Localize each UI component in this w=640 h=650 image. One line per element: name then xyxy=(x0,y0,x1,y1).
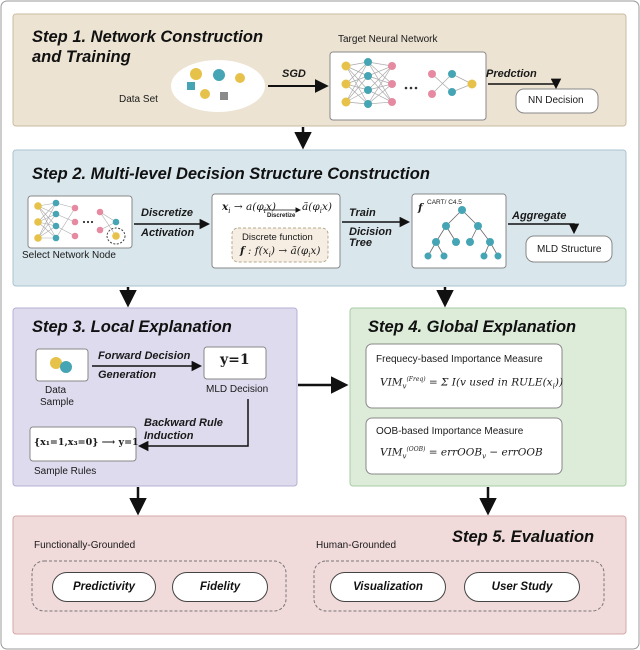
user-study-pill: User Study xyxy=(464,572,580,602)
human-group-label: Human-Grounded xyxy=(316,540,397,551)
discrete-function-box xyxy=(231,227,329,263)
step2-title: Step 2. Multi-level Decision Structure C… xyxy=(32,165,430,183)
discretize-formula-result: ã(φix) xyxy=(302,201,332,216)
fidelity-pill: Fidelity xyxy=(172,572,268,602)
oob-measure-box xyxy=(365,417,563,475)
aggregate-arrow xyxy=(508,223,580,235)
functional-group-label: Functionally-Grounded xyxy=(34,540,136,551)
train-label-line1: Train xyxy=(349,207,376,219)
step3-title: Step 3. Local Explanation xyxy=(32,318,232,336)
discrete-function-label: Discrete function xyxy=(242,232,313,243)
dataset-ellipse xyxy=(171,60,265,112)
prediction-label: Predction xyxy=(486,68,537,80)
visualization-pill: Visualization xyxy=(330,572,446,602)
select-node-label: Select Network Node xyxy=(22,250,116,261)
decision-tree-box xyxy=(411,193,507,269)
discretize-label-line1: Discretize xyxy=(141,207,193,219)
oob-measure-title: OOB-based Importance Measure xyxy=(376,426,524,437)
mld-structure-label: MLD Structure xyxy=(537,244,602,255)
ellipsis-dots-2 xyxy=(82,220,94,224)
aggregate-label: Aggregate xyxy=(512,210,567,222)
oob-measure-formula: VIMv(OOB) = errOOBv − errOOB xyxy=(380,446,543,461)
sample-rule-text: {x₁=1,x₃=0} ⟶ y=1 xyxy=(34,437,139,448)
prediction-arrow xyxy=(488,78,562,90)
train-label-line2: Dicision xyxy=(349,226,392,238)
step5-title: Step 5. Evaluation xyxy=(452,528,595,546)
step5-panel xyxy=(12,515,627,635)
selected-node-highlight xyxy=(106,227,126,245)
data-sample-label-line1: Data xyxy=(45,385,67,396)
step1-title-line1: Step 1. Network Construction xyxy=(32,28,264,46)
cart-label: CART/ C4.5 xyxy=(427,199,462,206)
backward-arrow xyxy=(137,399,249,452)
human-group-box xyxy=(313,560,605,612)
sgd-label: SGD xyxy=(282,68,306,80)
step4-title: Step 4. Global Explanation xyxy=(368,318,577,336)
dataset-label: Data Set xyxy=(119,94,158,105)
cart-f-symbol: f xyxy=(418,202,423,214)
data-sample-points xyxy=(50,357,72,373)
mld-structure-box xyxy=(525,235,613,263)
data-sample-label-line2: Sample xyxy=(40,397,74,408)
ellipsis-dots-1 xyxy=(404,86,418,90)
forward-label-line2: Generation xyxy=(98,369,157,381)
freq-measure-formula: VIMv(Freq) = Σ I(v used in RULE(xi)) xyxy=(380,376,564,391)
discretize-word: Discretize xyxy=(267,213,296,219)
y-value: y=1 xyxy=(220,352,250,368)
backward-label-line1: Backward Rule xyxy=(144,417,223,429)
mld-decision-box xyxy=(203,346,267,380)
sample-rules-label: Sample Rules xyxy=(34,466,97,477)
dataset-points xyxy=(187,68,245,100)
select-node-nodes xyxy=(34,199,120,242)
step1-title-line2: and Training xyxy=(32,48,131,66)
nn-decision-box xyxy=(515,88,599,114)
discrete-function-formula: f : f(xi) → ã(φix) xyxy=(240,245,321,260)
decision-tree-nodes xyxy=(424,206,502,260)
backward-label-line2: Induction xyxy=(144,430,194,442)
freq-measure-box xyxy=(365,343,563,409)
predictivity-pill: Predictivity xyxy=(52,572,156,602)
target-network-nodes xyxy=(341,58,477,108)
sample-rules-box xyxy=(29,426,137,462)
target-network-label: Target Neural Network xyxy=(338,34,438,45)
functional-group-box xyxy=(31,560,287,612)
train-label-line3: Tree xyxy=(349,237,373,249)
forward-label-line1: Forward Decision xyxy=(98,350,191,362)
discretize-label-line2: Activation xyxy=(141,227,195,239)
discretize-formula: xi → a(φix) xyxy=(222,201,276,216)
mld-decision-label: MLD Decision xyxy=(206,384,269,395)
freq-measure-title: Frequecy-based Importance Measure xyxy=(376,354,543,365)
nn-decision-label: NN Decision xyxy=(528,95,584,106)
